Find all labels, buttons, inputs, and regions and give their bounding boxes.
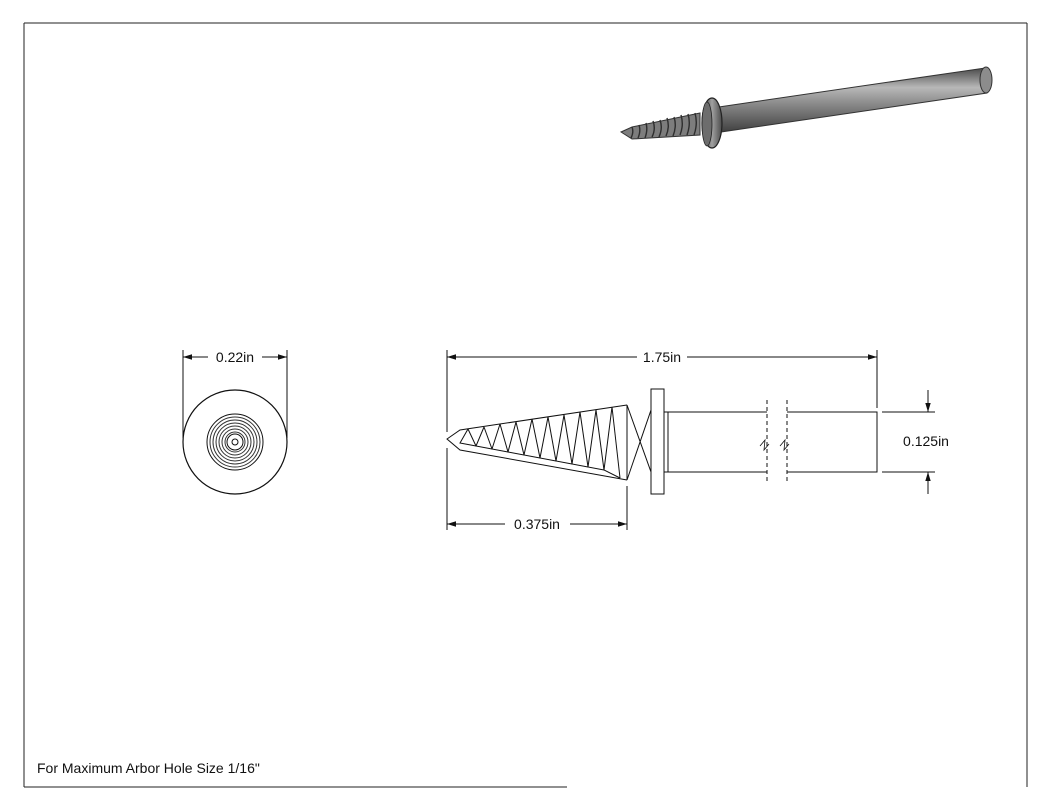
drawing-border bbox=[23, 22, 1028, 788]
overall-length-label: 1.75in bbox=[643, 349, 681, 365]
thread-length-dimension: 0.375in bbox=[446, 448, 628, 532]
shaft-diameter-label: 0.125in bbox=[903, 433, 949, 449]
end-view: 0.22in bbox=[182, 349, 288, 495]
shaft-diameter-dimension: 0.125in bbox=[882, 390, 949, 494]
isometric-render bbox=[619, 66, 993, 149]
overall-length-dimension: 1.75in bbox=[446, 349, 878, 432]
arbor-note: For Maximum Arbor Hole Size 1/16" bbox=[37, 760, 260, 776]
end-diameter-label: 0.22in bbox=[216, 349, 254, 365]
thread-length-label: 0.375in bbox=[514, 516, 560, 532]
side-view bbox=[446, 388, 878, 495]
